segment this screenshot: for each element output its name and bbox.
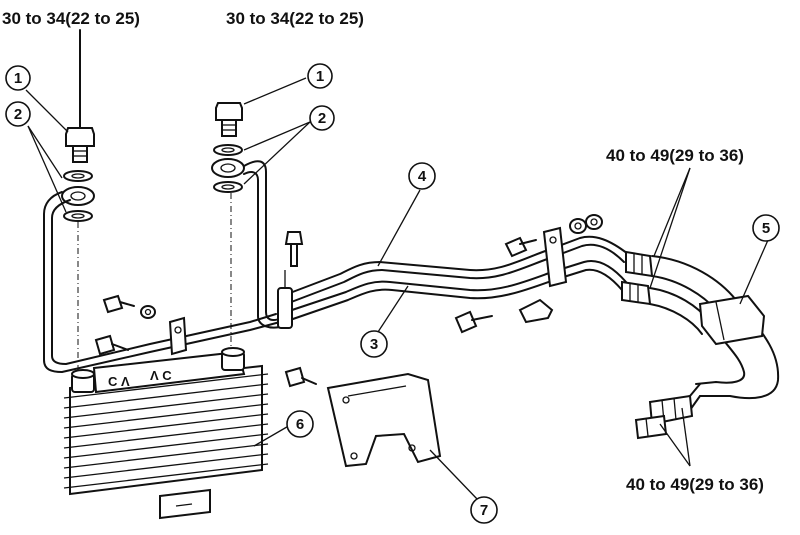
cooler-marking-a: C Λ: [108, 374, 130, 389]
callout-1-right: 1: [307, 63, 333, 89]
torque-label-right-bolt: 30 to 34(22 to 25): [226, 9, 364, 28]
oil-cooler-pipe-3: [285, 260, 627, 321]
callout-4: 4: [408, 162, 436, 190]
torque-label-left-bolt: 30 to 34(22 to 25): [2, 9, 140, 28]
washer-left-lower: [63, 210, 93, 222]
cooler-top-plate: [92, 350, 246, 394]
clamp-bolt-center-lower: [454, 310, 493, 334]
mount-bolt-center: [94, 334, 129, 356]
oil-cooler-hose-5: [649, 255, 780, 421]
leader-lines: [25, 77, 769, 501]
callout-5: 5: [752, 214, 780, 242]
clamp-bolt-center-upper: [504, 236, 537, 258]
svg-text:4: 4: [418, 168, 427, 185]
pipe-clamp-left: [277, 270, 293, 329]
banjo-fitting-left: [61, 186, 95, 206]
cooler-port-right: [221, 347, 245, 371]
bracket-bolt: [284, 366, 317, 388]
hose-fitting-lower: [634, 394, 694, 440]
pipe-left-loop: [43, 191, 281, 373]
svg-text:2: 2: [14, 106, 22, 123]
svg-text:7: 7: [480, 502, 488, 519]
cooler-mount-tab: [168, 316, 188, 356]
svg-text:6: 6: [296, 416, 304, 433]
svg-text:3: 3: [370, 336, 378, 353]
cooler-port-left: [71, 369, 95, 393]
callout-7: 7: [470, 496, 498, 524]
cooler-fins: [63, 373, 269, 489]
cooler-bottom-tab: [159, 488, 211, 520]
callout-1-left: 1: [5, 65, 31, 91]
washer-left-upper: [63, 170, 93, 182]
svg-text:1: 1: [14, 70, 22, 87]
oil-cooler-pipe-4: [281, 235, 629, 305]
callout-2-left: 2: [5, 101, 31, 127]
washer-right-lower: [213, 181, 243, 193]
hose-connector-lower: [621, 280, 652, 306]
callout-2-right: 2: [309, 105, 335, 131]
svg-text:1: 1: [316, 68, 324, 85]
clamp-bolt-top: [284, 231, 304, 267]
mount-bolt-left: [102, 294, 156, 319]
pipe-right-riser: [243, 160, 283, 321]
nut-pair-center: [569, 214, 603, 234]
torque-label-cooler-hose-upper: 40 to 49(29 to 36): [606, 146, 744, 165]
cooler-marking-b: Λ C: [150, 368, 172, 383]
torque-label-cooler-hose-lower: 40 to 49(29 to 36): [626, 475, 764, 494]
callout-6: 6: [286, 410, 314, 438]
hose-connector-upper: [625, 250, 654, 278]
union-bolt-left: [65, 29, 95, 163]
callout-3: 3: [360, 330, 388, 358]
oil-cooler-bracket-7: [326, 372, 442, 468]
svg-text:5: 5: [762, 220, 770, 237]
washer-right-upper: [213, 144, 243, 156]
union-bolt-right: [215, 102, 243, 137]
pipe-clamp-center: [518, 226, 568, 324]
oil-cooler-6: C Λ Λ C: [63, 347, 269, 520]
svg-text:2: 2: [318, 110, 326, 127]
banjo-fitting-right: [211, 158, 245, 178]
